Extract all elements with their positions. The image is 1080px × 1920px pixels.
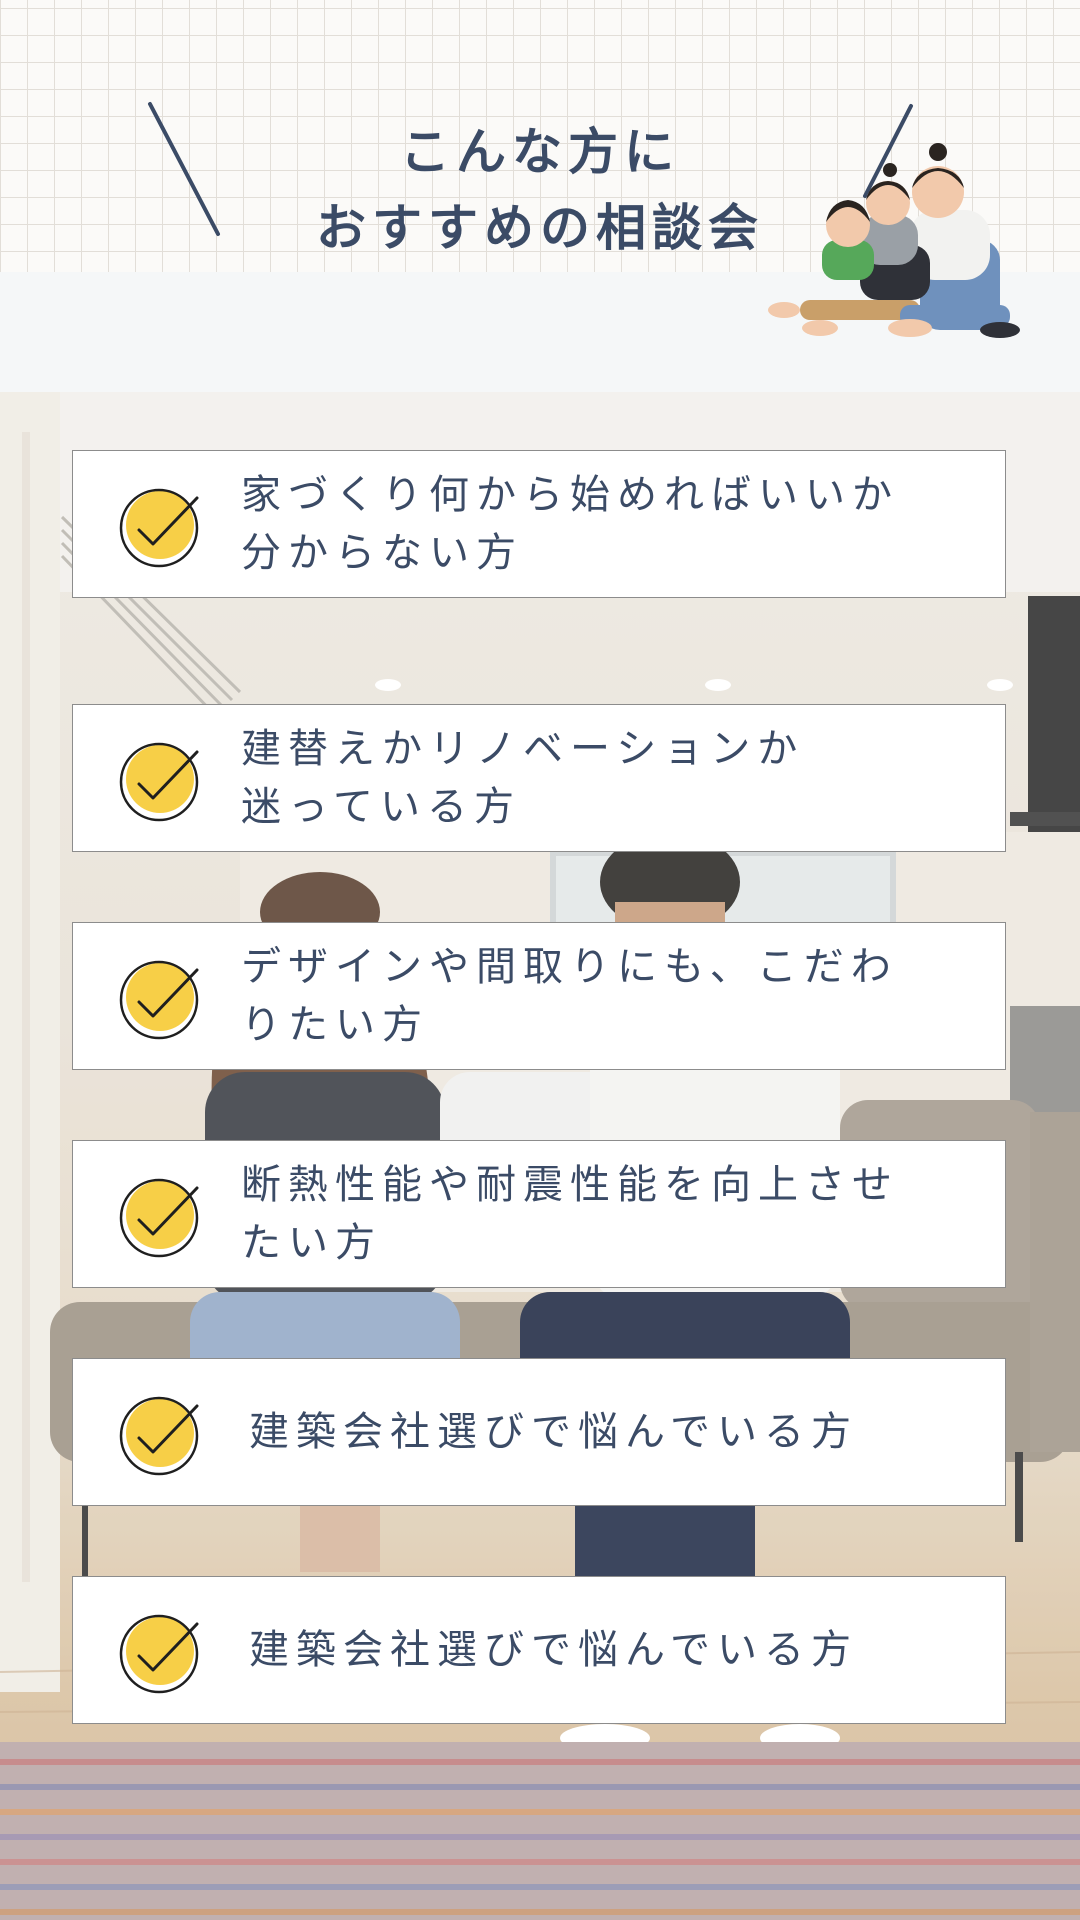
recommendation-text-3: デザインや間取りにも、こだわりたい方 (241, 944, 898, 1048)
recommendation-item-5: 建築会社選びで悩んでいる方 (72, 1358, 1006, 1506)
check-icon (119, 960, 199, 1040)
page-title-line-1: こんな方に (400, 123, 680, 181)
recommendation-text-5: 建築会社選びで悩んでいる方 (249, 1409, 858, 1455)
page-title-line-2: おすすめの相談会 (316, 199, 764, 257)
recommendation-text-2: 建替えかリノベーションか迷っている方 (241, 726, 805, 830)
check-icon (119, 488, 199, 568)
recommendation-item-1: 家づくり何から始めればいいか分からない方 (72, 450, 1006, 598)
children-illustration (768, 143, 1020, 338)
recommendation-text-6: 建築会社選びで悩んでいる方 (249, 1627, 858, 1673)
recommendation-item-3: デザインや間取りにも、こだわりたい方 (72, 922, 1006, 1070)
check-icon (119, 742, 199, 822)
recommendation-item-4: 断熱性能や耐震性能を向上させたい方 (72, 1140, 1006, 1288)
check-icon (119, 1396, 199, 1476)
left-slash-decoration (148, 102, 220, 236)
check-icon (119, 1614, 199, 1694)
recommendation-item-2: 建替えかリノベーションか迷っている方 (72, 704, 1006, 852)
recommendation-item-6: 建築会社選びで悩んでいる方 (72, 1576, 1006, 1724)
recommendation-text-1: 家づくり何から始めればいいか分からない方 (241, 472, 899, 576)
check-icon (119, 1178, 199, 1258)
header-banner (0, 0, 1080, 272)
recommendation-text-4: 断熱性能や耐震性能を向上させたい方 (241, 1162, 899, 1266)
right-slash-decoration (863, 104, 913, 198)
